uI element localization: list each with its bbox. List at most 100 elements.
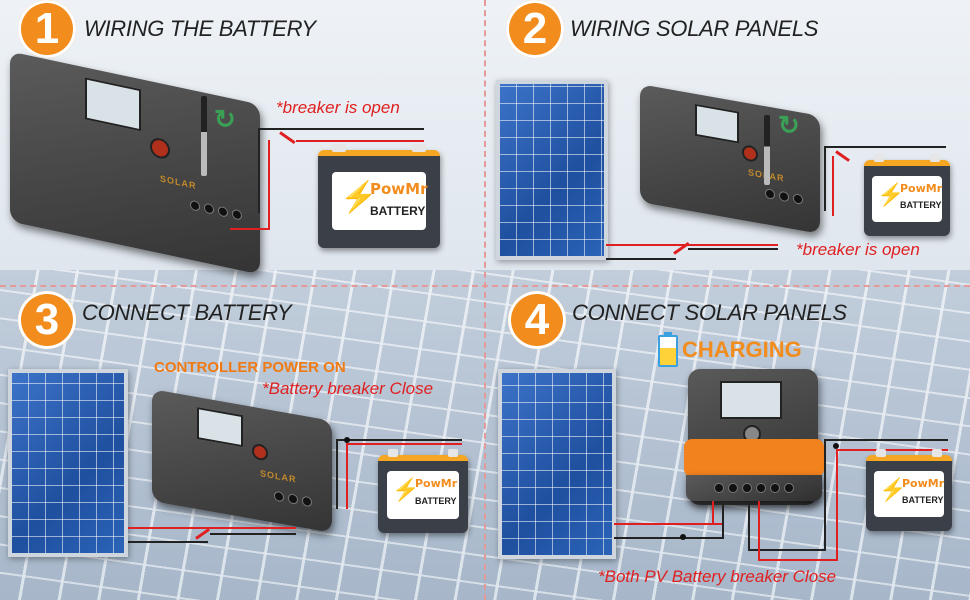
step-3-panel: 3 CONNECT BATTERY CONTROLLER POWER ON *B… xyxy=(0,287,484,600)
wire xyxy=(258,128,260,213)
step-number-badge: 2 xyxy=(506,0,564,58)
terminal-block xyxy=(765,188,803,205)
breaker-switch xyxy=(195,528,210,540)
wire xyxy=(748,549,826,551)
charge-controller: SOLAR xyxy=(152,389,332,533)
wire xyxy=(824,439,826,551)
battery: ⚡ PowMr BATTERY xyxy=(378,449,468,533)
wire xyxy=(758,559,838,561)
battery-label: ⚡ PowMr BATTERY xyxy=(332,172,428,230)
lcd-screen xyxy=(85,77,141,132)
wire xyxy=(836,449,838,561)
battery: ⚡ PowMr BATTERY xyxy=(864,154,950,236)
wire xyxy=(296,140,424,142)
battery: ⚡ PowMr BATTERY xyxy=(318,144,440,248)
lcd-screen xyxy=(695,103,739,144)
rotate-arrow-icon: ↻ xyxy=(214,104,236,134)
battery-brand: PowMr xyxy=(370,180,428,198)
battery-brand: PowMr xyxy=(900,182,943,195)
breaker-note: *Both PV Battery breaker Close xyxy=(598,567,837,586)
battery-label: ⚡ PowMr BATTERY xyxy=(387,471,459,519)
bolt-icon: ⚡ xyxy=(392,477,420,502)
bolt-icon: ⚡ xyxy=(879,477,907,502)
breaker-switch xyxy=(279,131,296,145)
status-text: CHARGING xyxy=(682,337,802,362)
breaker-note: *breaker is open xyxy=(796,240,920,259)
step-number-badge: 3 xyxy=(18,291,76,349)
terminal-block xyxy=(714,483,794,493)
controller-label: SOLAR xyxy=(160,173,197,192)
wire xyxy=(758,501,760,561)
step-title: WIRING SOLAR PANELS xyxy=(570,16,819,41)
wire xyxy=(346,443,462,445)
battery-label: ⚡ PowMr BATTERY xyxy=(872,176,942,222)
wire xyxy=(268,128,424,130)
wire xyxy=(832,156,834,216)
screwdriver-icon xyxy=(201,96,207,176)
solar-panel xyxy=(8,369,128,557)
breaker-closed-dot xyxy=(344,437,350,443)
breaker-note: *breaker is open xyxy=(276,98,400,117)
wire xyxy=(336,439,338,509)
rotate-arrow-icon: ↻ xyxy=(778,110,800,140)
battery: ⚡ PowMr BATTERY xyxy=(866,449,952,531)
controller-label: SOLAR xyxy=(260,468,297,485)
wire xyxy=(268,140,270,230)
controller-button xyxy=(742,144,758,163)
vertical-divider xyxy=(484,0,486,600)
battery-charging-icon xyxy=(658,332,678,367)
wire xyxy=(346,443,348,509)
wire xyxy=(836,449,948,451)
battery-label-text: BATTERY xyxy=(370,204,426,218)
terminal-block xyxy=(274,490,312,508)
solar-panel xyxy=(496,80,608,260)
wire xyxy=(128,541,208,543)
breaker-closed-dot xyxy=(680,534,686,540)
bolt-icon: ⚡ xyxy=(340,181,378,214)
battery-label-text: BATTERY xyxy=(415,496,457,506)
step-title: WIRING THE BATTERY xyxy=(84,16,316,41)
battery-label-text: BATTERY xyxy=(900,200,942,210)
battery-label: ⚡ PowMr BATTERY xyxy=(874,471,944,517)
solar-panel xyxy=(498,369,616,559)
controller-orange-cover xyxy=(684,439,824,477)
wire xyxy=(606,258,676,260)
horizontal-divider xyxy=(0,285,970,287)
step-number-badge: 1 xyxy=(18,0,76,58)
wire xyxy=(230,228,270,230)
terminal-block xyxy=(190,199,242,221)
wire xyxy=(824,146,946,148)
screwdriver-icon xyxy=(764,115,770,185)
step-number-badge: 4 xyxy=(508,291,566,349)
battery-brand: PowMr xyxy=(415,477,458,490)
step-2-panel: 2 WIRING SOLAR PANELS SOLAR ↻ ⚡ PowMr BA… xyxy=(486,0,970,285)
wire xyxy=(606,244,778,246)
step-title: CONNECT BATTERY xyxy=(82,300,292,325)
wire xyxy=(614,537,724,539)
wire xyxy=(824,146,826,211)
wire xyxy=(336,439,462,441)
breaker-closed-dot xyxy=(833,443,839,449)
wire xyxy=(722,501,724,539)
breaker-switch xyxy=(835,150,850,162)
bolt-icon: ⚡ xyxy=(877,182,905,207)
charge-controller: SOLAR xyxy=(640,84,820,234)
battery-brand: PowMr xyxy=(902,477,945,490)
wire xyxy=(210,533,296,535)
wire xyxy=(712,501,714,525)
lcd-screen xyxy=(197,407,243,448)
charge-controller: SOLAR xyxy=(10,51,260,275)
step-4-panel: 4 CONNECT SOLAR PANELS CHARGING SOLAR xyxy=(486,287,970,600)
controller-button xyxy=(252,442,268,462)
controller-terminals xyxy=(686,475,822,501)
wire xyxy=(824,439,948,441)
wire xyxy=(128,527,296,529)
battery-label-text: BATTERY xyxy=(902,495,944,505)
wire xyxy=(614,523,724,525)
step-1-panel: 1 WIRING THE BATTERY *breaker is open SO… xyxy=(0,0,484,285)
status-text: CONTROLLER POWER ON xyxy=(154,359,346,376)
lcd-screen xyxy=(720,381,782,419)
breaker-note: *Battery breaker Close xyxy=(262,379,434,398)
step-title: CONNECT SOLAR PANELS xyxy=(572,300,847,325)
